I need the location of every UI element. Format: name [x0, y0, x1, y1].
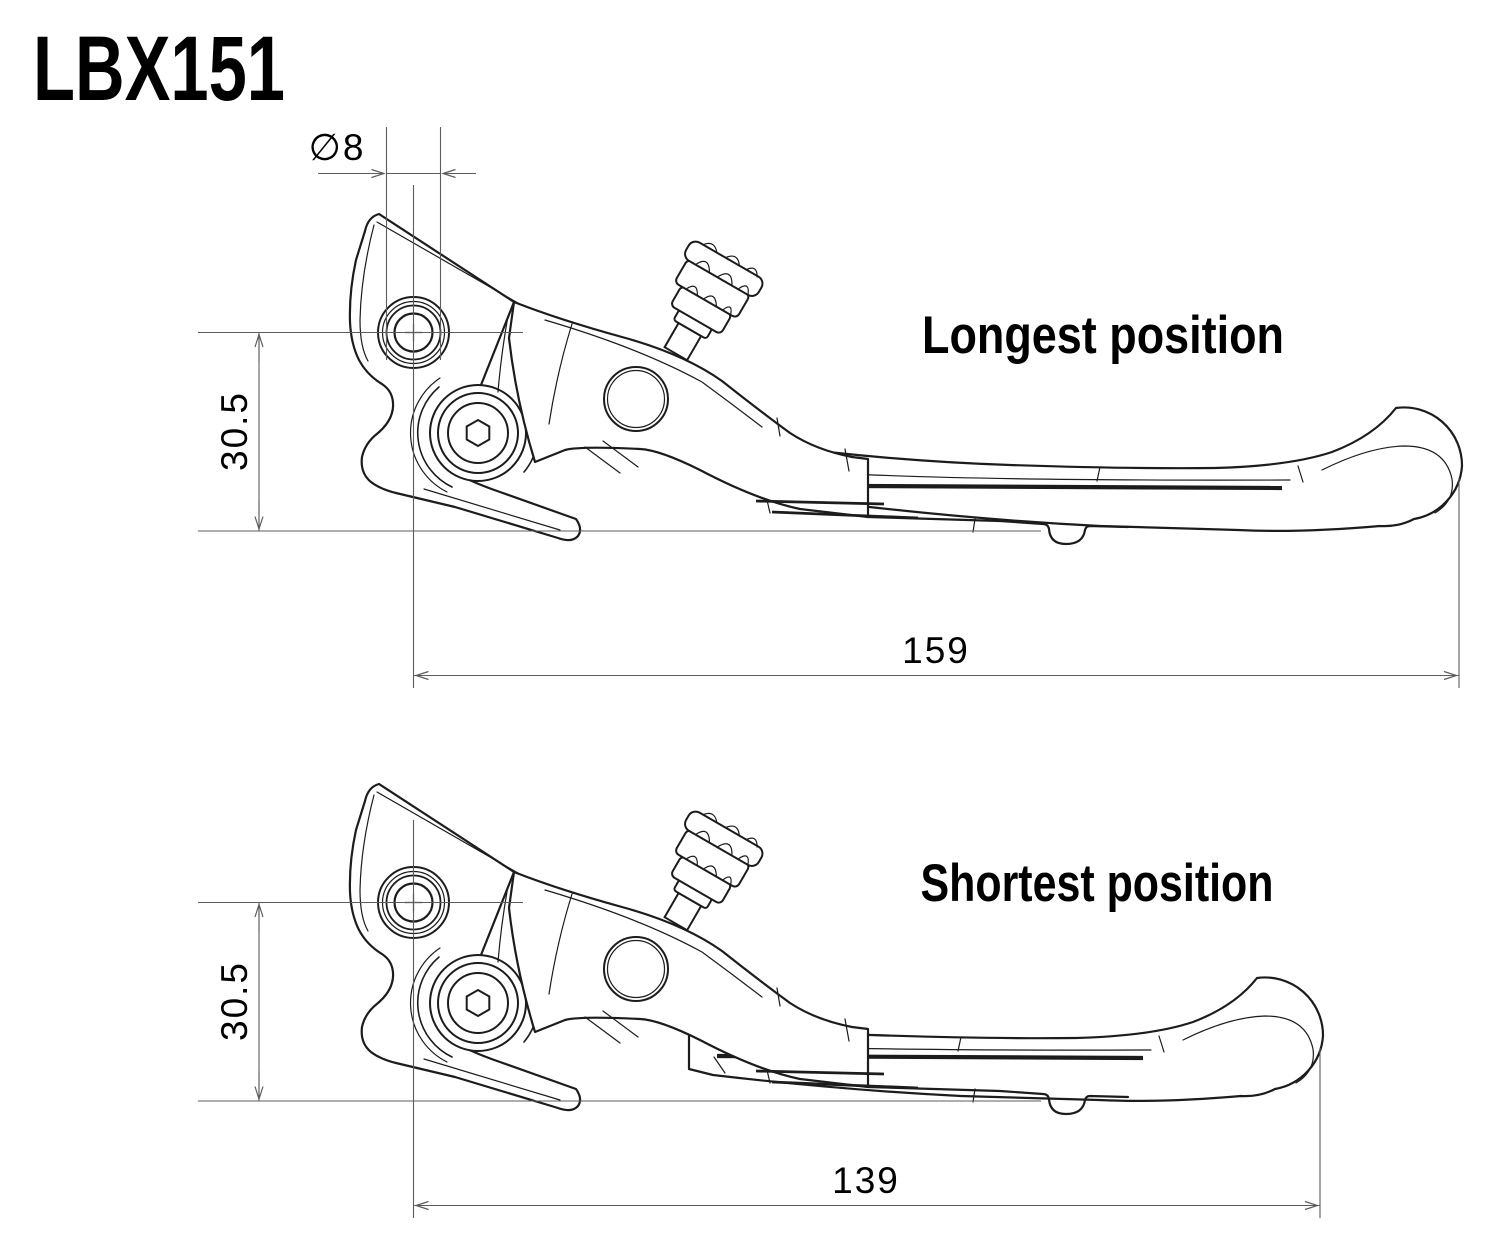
page-title: LBX151 [33, 18, 285, 120]
view-shortest: 30.5 139 Shortest position [198, 782, 1323, 1218]
grip-blade [828, 407, 1462, 530]
dim-height-longest: 30.5 [214, 391, 255, 471]
view-longest: ∅8 30.5 159 Longest position [198, 127, 1462, 688]
dim-length-longest: 159 [902, 630, 970, 671]
dimensions-shortest: 30.5 139 [198, 820, 1321, 1218]
caption-longest: Longest position [922, 306, 1284, 365]
caption-shortest: Shortest position [921, 854, 1274, 913]
dim-pivot-diameter: ∅8 [309, 127, 366, 168]
dim-length-shortest: 139 [832, 1160, 900, 1201]
dim-height-shortest: 30.5 [214, 961, 255, 1041]
dimensions-longest: ∅8 30.5 159 [198, 127, 1460, 688]
